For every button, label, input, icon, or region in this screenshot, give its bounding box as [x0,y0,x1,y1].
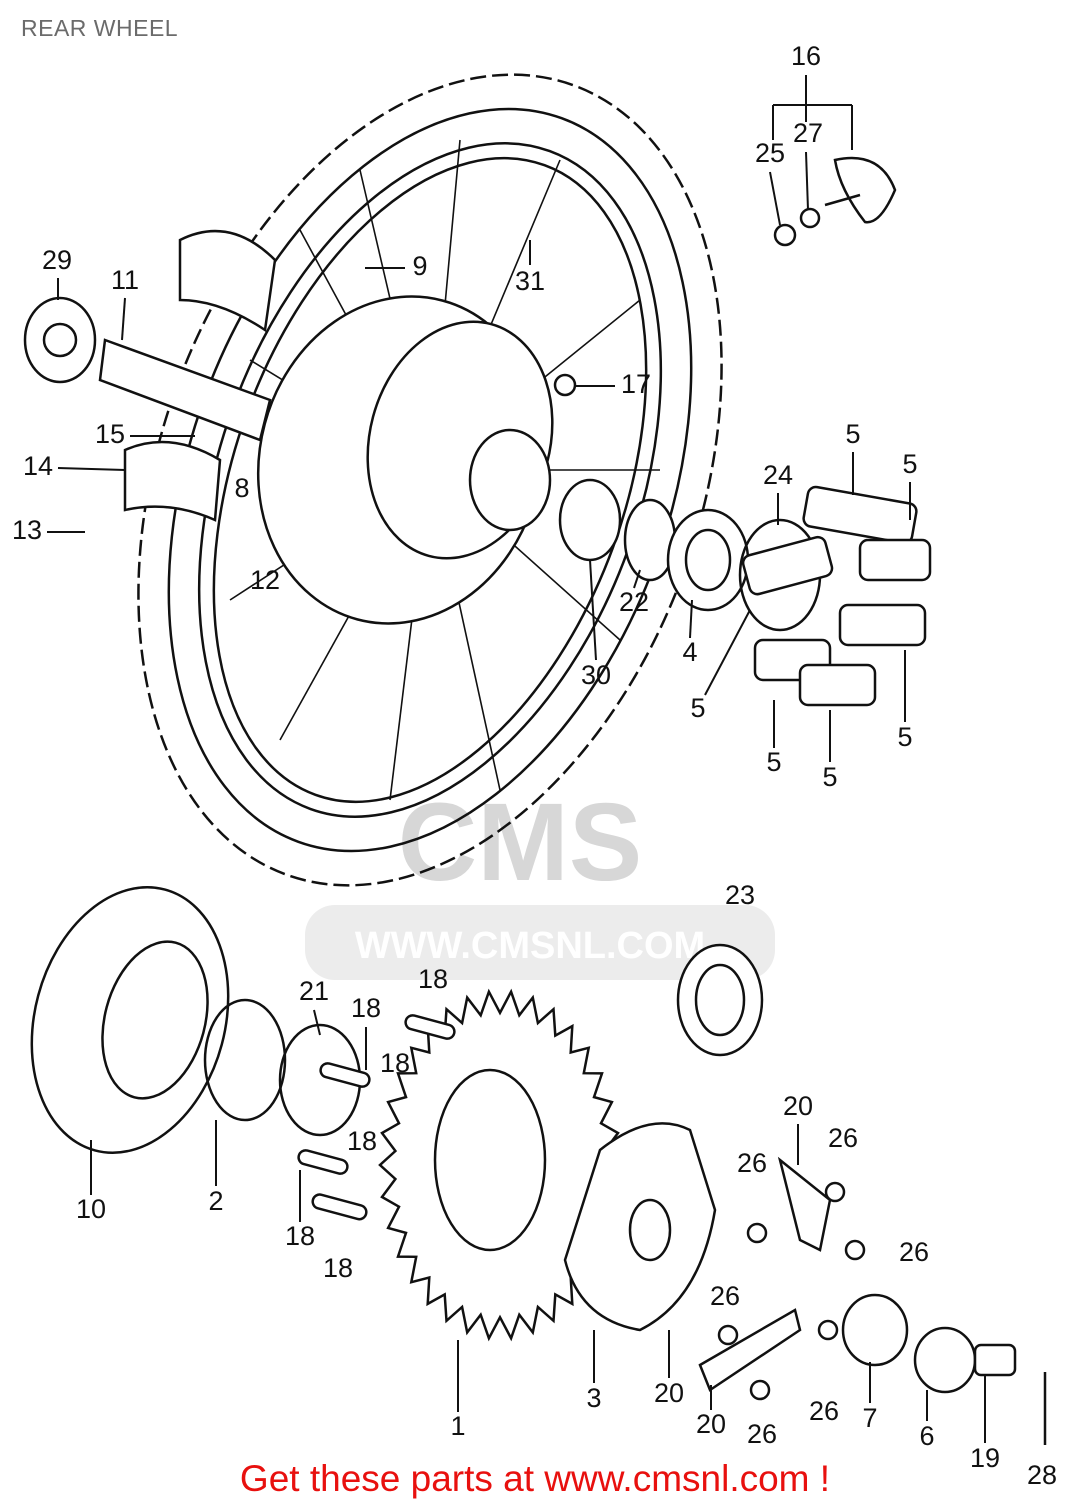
callout-labels: 16 27 25 29 11 9 31 17 15 14 5 5 24 8 13… [12,41,1057,1490]
callout-26: 26 [710,1281,740,1311]
callout-1: 1 [450,1411,465,1441]
callout-18: 18 [351,993,381,1023]
callout-2: 2 [208,1186,223,1216]
diagram-title: REAR WHEEL [21,15,179,41]
callout-26: 26 [737,1148,767,1178]
callout-7: 7 [862,1403,877,1433]
callout-28: 28 [1027,1460,1057,1490]
callout-20: 20 [696,1409,726,1439]
callout-25: 25 [755,138,785,168]
callout-5: 5 [902,449,917,479]
rear-sprocket [378,988,622,1342]
callout-18: 18 [418,964,448,994]
callout-15: 15 [95,419,125,449]
callout-20: 20 [654,1378,684,1408]
callout-8: 8 [234,473,249,503]
watermark: CMS WWW.CMSNL.COM [305,781,775,980]
watermark-url: WWW.CMSNL.COM [355,925,705,967]
callout-16: 16 [791,41,821,71]
callout-29: 29 [42,245,72,275]
callout-3: 3 [586,1383,601,1413]
callout-18: 18 [285,1221,315,1251]
callout-12: 12 [250,565,280,595]
callout-14: 14 [23,451,53,481]
callout-31: 31 [515,266,545,296]
callout-22: 22 [619,587,649,617]
callout-27: 27 [793,118,823,148]
wheel-assembly [23,73,932,887]
callout-20: 20 [783,1091,813,1121]
callout-26: 26 [809,1396,839,1426]
callout-10: 10 [76,1194,106,1224]
callout-17: 17 [621,369,651,399]
callout-4: 4 [682,637,697,667]
callout-24: 24 [763,460,793,490]
callout-5: 5 [690,693,705,723]
callout-11: 11 [111,265,139,295]
callout-26: 26 [828,1123,858,1153]
callout-18: 18 [323,1253,353,1283]
footer-link[interactable]: Get these parts at www.cmsnl.com ! [239,1458,831,1499]
callout-5: 5 [845,419,860,449]
callout-19: 19 [970,1443,1000,1473]
sprocket-assembly [30,886,1047,1445]
callout-26: 26 [747,1419,777,1449]
callout-9: 9 [412,251,427,281]
callout-5: 5 [822,762,837,792]
callout-26: 26 [899,1237,929,1267]
leader-lines [47,75,986,1443]
callout-21: 21 [299,976,329,1006]
callout-23: 23 [725,880,755,910]
watermark-logo: CMS [398,781,642,904]
callout-30: 30 [581,660,611,690]
callout-6: 6 [919,1421,934,1451]
callout-5: 5 [766,747,781,777]
callout-18: 18 [380,1048,410,1078]
callout-13: 13 [12,515,42,545]
callout-18: 18 [347,1126,377,1156]
callout-5: 5 [897,722,912,752]
